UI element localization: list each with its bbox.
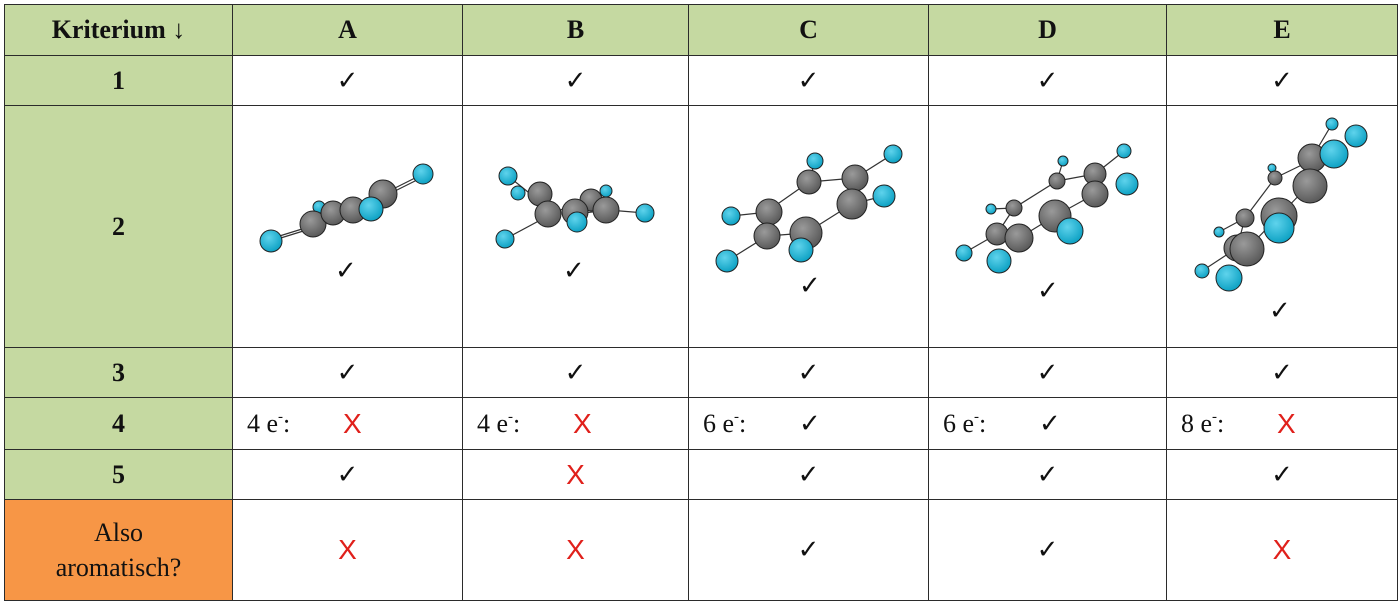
cell-3-a: ✓ <box>232 347 463 398</box>
cross-icon: X <box>343 407 362 439</box>
cell-1-c: ✓ <box>688 55 929 106</box>
check-icon: ✓ <box>797 357 820 388</box>
check-icon: ✓ <box>563 256 585 286</box>
cell-2-e: ✓ <box>1166 105 1398 348</box>
check-icon: ✓ <box>1269 296 1291 326</box>
check-icon: ✓ <box>335 256 357 286</box>
molecule-a-image <box>259 163 434 253</box>
cell-1-b: ✓ <box>462 55 689 106</box>
row-header-2: 2 <box>4 105 233 348</box>
check-icon: ✓ <box>1037 276 1059 306</box>
check-icon: ✓ <box>797 65 820 96</box>
cell-3-d: ✓ <box>928 347 1167 398</box>
cross-icon: X <box>1277 407 1296 439</box>
check-icon: ✓ <box>1271 459 1293 490</box>
cross-icon: X <box>338 534 357 565</box>
electron-count: 4 e-: <box>477 408 521 438</box>
check-icon: ✓ <box>797 535 820 565</box>
cell-1-d: ✓ <box>928 55 1167 106</box>
electron-count: 8 e-: <box>1181 408 1225 438</box>
aromatic-label-line-2: aromatisch? <box>55 553 182 582</box>
cell-5-a: ✓ <box>232 449 463 500</box>
check-icon: ✓ <box>336 65 359 96</box>
check-icon: ✓ <box>1039 408 1061 439</box>
check-icon: ✓ <box>799 408 821 439</box>
check-icon: ✓ <box>1271 357 1293 388</box>
row-header-3: 3 <box>4 347 233 398</box>
cell-5-d: ✓ <box>928 449 1167 500</box>
column-header-e: E <box>1166 4 1398 56</box>
cell-aromatic-e: X <box>1166 499 1398 601</box>
cell-4-e: 8 e-: X <box>1166 397 1398 450</box>
row-header-1: 1 <box>4 55 233 106</box>
cell-5-c: ✓ <box>688 449 929 500</box>
criterion-header: Kriterium ↓ <box>4 4 233 56</box>
cross-icon: X <box>566 534 585 565</box>
cell-aromatic-a: X <box>232 499 463 601</box>
aromatic-label-line-1: Also <box>93 517 144 547</box>
check-icon: ✓ <box>1036 459 1059 490</box>
row-header-4: 4 <box>4 397 233 450</box>
check-icon: ✓ <box>1036 65 1059 96</box>
cell-4-d: 6 e-: ✓ <box>928 397 1167 450</box>
check-icon: ✓ <box>797 459 820 490</box>
molecule-e-image <box>1194 117 1368 292</box>
row-header-5: 5 <box>4 449 233 500</box>
cell-4-c: 6 e-: ✓ <box>688 397 929 450</box>
cell-3-c: ✓ <box>688 347 929 398</box>
check-icon: ✓ <box>1036 535 1059 565</box>
cross-icon: X <box>573 407 592 439</box>
column-header-c: C <box>688 4 929 56</box>
check-icon: ✓ <box>336 357 359 388</box>
cell-aromatic-b: X <box>462 499 689 601</box>
electron-count: 6 e-: <box>703 408 747 438</box>
cell-3-b: ✓ <box>462 347 689 398</box>
molecule-c-image <box>715 144 903 273</box>
cell-aromatic-c: ✓ <box>688 499 929 601</box>
cell-5-b: X <box>462 449 689 500</box>
column-header-b: B <box>462 4 689 56</box>
electron-count: 4 e-: <box>247 408 291 438</box>
cell-1-a: ✓ <box>232 55 463 106</box>
cell-1-e: ✓ <box>1166 55 1398 106</box>
cell-2-b: ✓ <box>462 105 689 348</box>
cell-4-a: 4 e-: X <box>232 397 463 450</box>
check-icon: ✓ <box>799 271 821 301</box>
molecule-b-image <box>495 166 655 249</box>
molecule-d-image <box>955 143 1139 274</box>
cross-icon: X <box>566 458 585 490</box>
cell-2-c: ✓ <box>688 105 929 348</box>
row-header-aromatic: Also aromatisch? <box>4 499 233 601</box>
cell-2-d: ✓ <box>928 105 1167 348</box>
column-header-a: A <box>232 4 463 56</box>
electron-count: 6 e-: <box>943 408 987 438</box>
cross-icon: X <box>1272 534 1292 565</box>
check-icon: ✓ <box>1271 65 1293 96</box>
cell-aromatic-d: ✓ <box>928 499 1167 601</box>
check-icon: ✓ <box>336 459 359 490</box>
check-icon: ✓ <box>1036 357 1059 388</box>
column-header-d: D <box>928 4 1167 56</box>
cell-5-e: ✓ <box>1166 449 1398 500</box>
cell-4-b: 4 e-: X <box>462 397 689 450</box>
cell-3-e: ✓ <box>1166 347 1398 398</box>
aromaticity-table: Kriterium ↓ A B C D E 1 ✓ ✓ ✓ ✓ ✓ 2 <box>4 4 1398 601</box>
check-icon: ✓ <box>564 357 587 388</box>
cell-2-a: ✓ <box>232 105 463 348</box>
check-icon: ✓ <box>564 65 587 96</box>
